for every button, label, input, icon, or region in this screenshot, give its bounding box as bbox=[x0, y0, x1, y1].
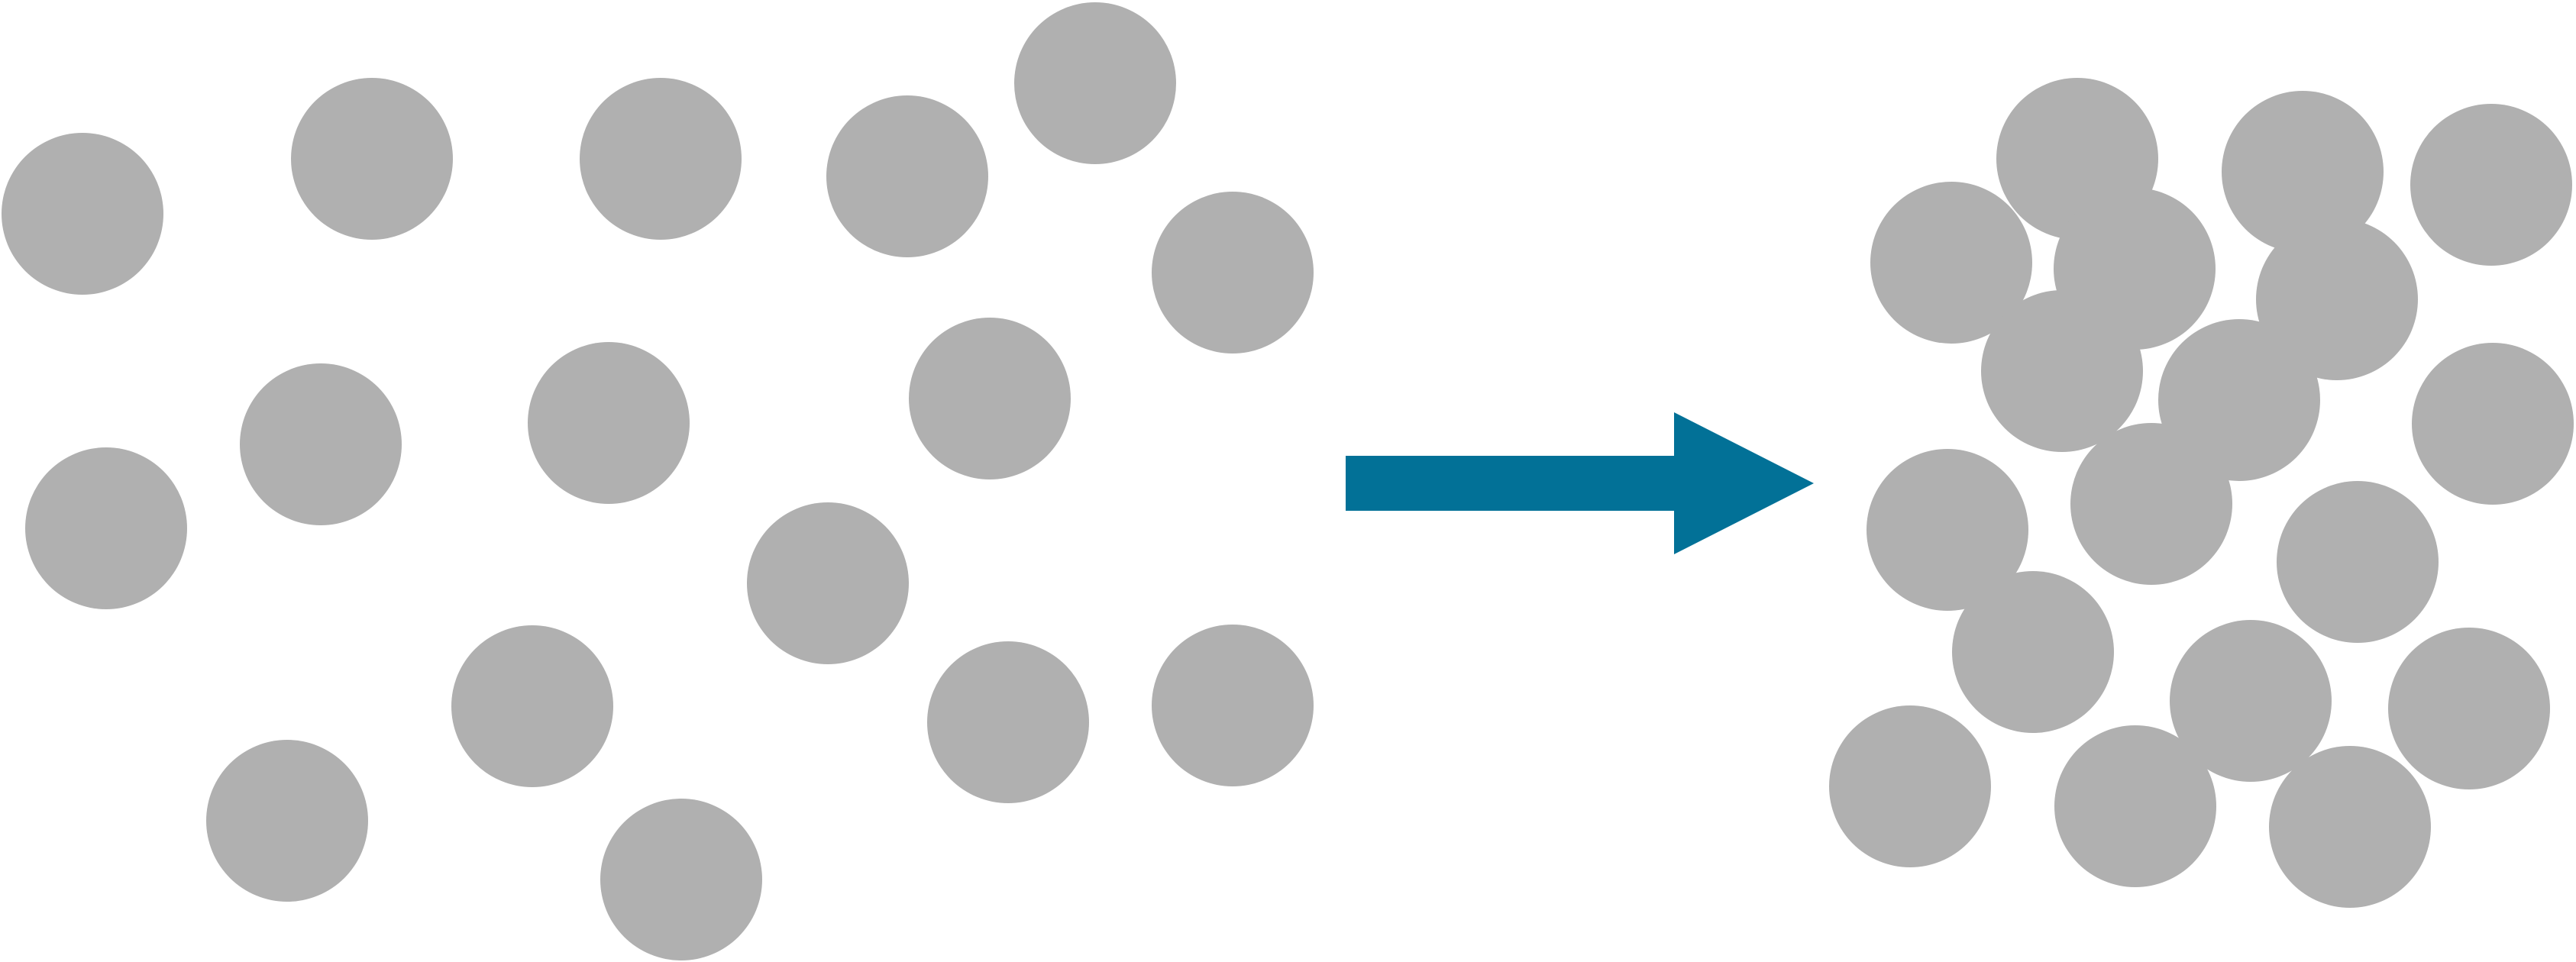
scattered-particles-group bbox=[2, 2, 1314, 960]
scattered-particle-11 bbox=[747, 502, 909, 664]
scattered-particle-5 bbox=[1014, 2, 1176, 164]
scattered-particle-6 bbox=[1152, 192, 1314, 353]
scattered-particle-3 bbox=[580, 78, 742, 240]
packed-particle-7 bbox=[1981, 290, 2143, 452]
scattered-particle-7 bbox=[25, 447, 187, 609]
packed-particle-6 bbox=[2256, 218, 2418, 380]
packed-particle-10 bbox=[1867, 449, 2028, 611]
right-arrow-shape bbox=[1346, 412, 1814, 554]
packed-particle-4 bbox=[1870, 182, 2032, 344]
packed-particle-2 bbox=[2222, 91, 2384, 253]
scattered-particle-10 bbox=[909, 318, 1071, 479]
packed-particle-17 bbox=[2054, 725, 2216, 887]
scattered-particle-9 bbox=[528, 342, 690, 504]
right-arrow-icon bbox=[1346, 412, 1814, 554]
scattered-particle-15 bbox=[206, 740, 368, 902]
packed-particle-18 bbox=[2269, 746, 2431, 908]
packed-particle-14 bbox=[2170, 620, 2332, 782]
packed-particle-15 bbox=[2388, 628, 2550, 789]
scattered-particle-12 bbox=[451, 625, 613, 787]
packed-particle-16 bbox=[1829, 705, 1991, 867]
scattered-particle-2 bbox=[291, 78, 453, 240]
scattered-particle-16 bbox=[600, 799, 762, 960]
packed-particle-3 bbox=[2410, 104, 2572, 266]
packed-particle-12 bbox=[2277, 481, 2439, 643]
packed-particle-13 bbox=[1952, 571, 2114, 733]
packed-particles-group bbox=[1829, 78, 2574, 908]
scattered-particle-13 bbox=[927, 641, 1089, 803]
scattered-particle-14 bbox=[1152, 625, 1314, 786]
packed-particle-11 bbox=[2070, 423, 2232, 585]
scattered-particle-1 bbox=[2, 133, 163, 295]
scattered-particle-8 bbox=[240, 363, 402, 525]
packed-particle-9 bbox=[2412, 343, 2574, 505]
scattered-particle-4 bbox=[826, 95, 988, 257]
